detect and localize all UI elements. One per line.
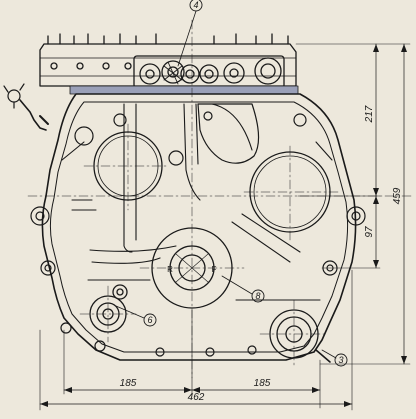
- dim-total-height: 459: [392, 187, 403, 204]
- callout-6-circle: [143, 313, 157, 327]
- dimension-lines: [39, 43, 405, 405]
- callout-leaders: [115, 10, 337, 359]
- dim-bottom-left: 185: [120, 378, 137, 389]
- extension-lines: [39, 43, 411, 411]
- small-bore-left: [74, 126, 94, 146]
- callout-3: 3: [338, 355, 343, 365]
- dimension-arrows: [40, 44, 407, 407]
- top-flange: [39, 33, 297, 87]
- mark-r: R: [167, 265, 173, 274]
- housing-outline: [41, 93, 357, 361]
- dim-lower-height: 97: [364, 226, 375, 238]
- callout-3-circle: [334, 353, 348, 367]
- small-bore-center: [168, 150, 184, 166]
- callout-4-circle: [189, 0, 203, 12]
- internal-ribs: [61, 103, 333, 301]
- callout-4: 4: [193, 0, 198, 10]
- valve-bodies: [133, 55, 285, 89]
- callout-8-circle: [251, 289, 265, 303]
- flange-band: [69, 85, 299, 95]
- callout-8: 8: [255, 291, 260, 301]
- dim-bottom-right: 185: [254, 378, 271, 389]
- mark-f: F: [212, 265, 217, 274]
- callout-6: 6: [147, 315, 152, 325]
- housing-inner-outline: [49, 101, 349, 353]
- dim-upper-height: 217: [364, 105, 375, 123]
- dim-total-width: 462: [188, 392, 205, 403]
- left-lever-fitting: [3, 83, 49, 131]
- side-lugs: [30, 111, 366, 357]
- upper-center-pocket: [197, 103, 260, 164]
